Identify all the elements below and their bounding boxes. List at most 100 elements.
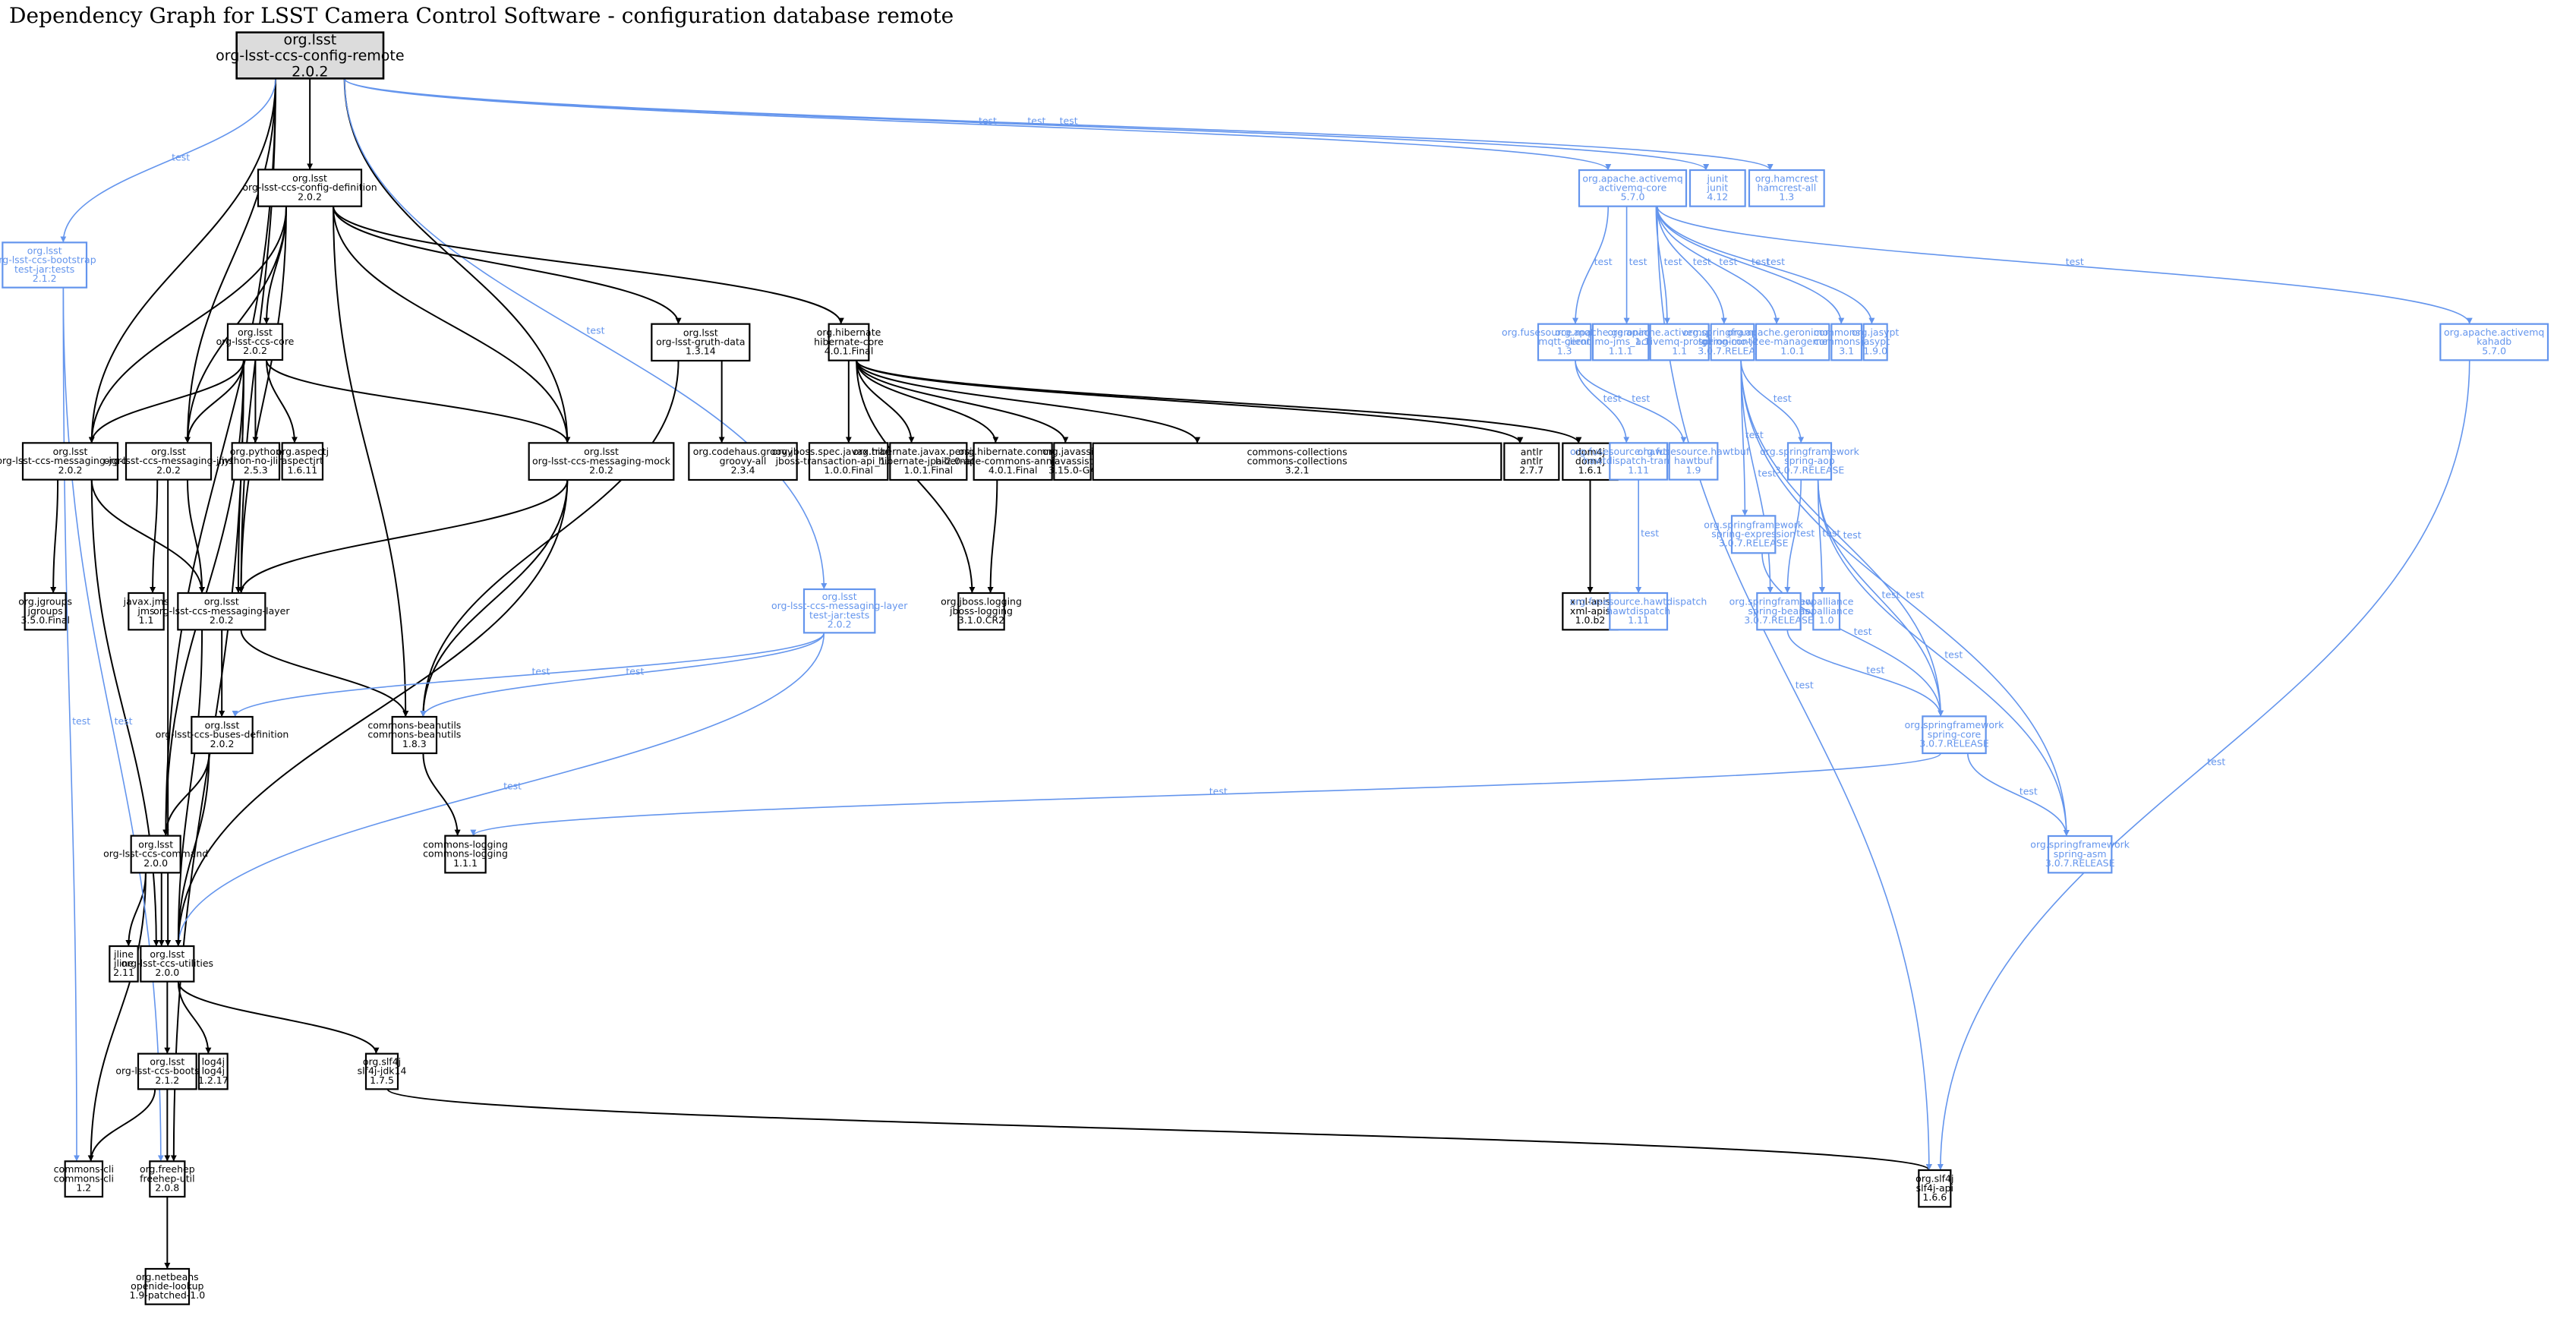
edge-label: test	[72, 715, 90, 727]
node-box	[235, 31, 385, 80]
edge-label: test	[979, 115, 997, 127]
node-spring-asm[interactable]: org.springframeworkspring-asm3.0.7.RELEA…	[2030, 835, 2130, 874]
edge-line	[175, 629, 203, 947]
node-box	[1562, 442, 1619, 481]
edge-line	[420, 479, 569, 718]
node-label-line: 1.3	[1779, 191, 1794, 203]
node-label-line: commons-collections	[1247, 455, 1348, 466]
node-bootstrap-tests[interactable]: org.lsstorg-lsst-ccs-bootstraptest-jar:t…	[0, 241, 96, 289]
node-label-line: 2.1.2	[155, 1074, 179, 1086]
node-label-line: org.jboss.logging	[941, 596, 1022, 607]
node-label-line: junit	[1706, 172, 1728, 184]
node-messaging-jgroups[interactable]: org.lsstorg-lsst-ccs-messaging-jgroups2.…	[0, 442, 144, 481]
edge-line	[232, 633, 825, 718]
node-label-line: freehep-util	[140, 1172, 194, 1184]
node-hawtdispatch-transport[interactable]: org.fusesource.hawtdispatchhawtdispatch-…	[1570, 442, 1707, 481]
node-label-line: commons-beanutils	[367, 719, 461, 730]
edge-label: test	[1664, 256, 1682, 267]
node-openide-lookup[interactable]: org.netbeansopenide-lookup1.9-patched-1.…	[129, 1267, 205, 1305]
node-label-line: test-jar:tests	[14, 263, 74, 275]
edge-config-definition-to-messaging-jgroups	[88, 206, 287, 443]
node-label-line: org.lsst	[27, 245, 62, 256]
node-messaging-layer[interactable]: org.lsstorg-lsst-ccs-messaging-layer2.0.…	[153, 592, 290, 631]
node-spring-aop[interactable]: org.springframeworkspring-aop3.0.7.RELEA…	[1760, 442, 1860, 481]
node-label-line: org-lsst-ccs-bootstrap	[0, 254, 96, 266]
node-config-definition[interactable]: org.lsstorg-lsst-ccs-config-definition2.…	[242, 169, 377, 207]
node-label-line: hawtdispatch-transport	[1583, 455, 1694, 466]
node-label-line: org.lsst	[822, 591, 857, 602]
edge-line	[266, 359, 298, 443]
node-spring-expression[interactable]: org.springframeworkspring-expression3.0.…	[1704, 515, 1804, 554]
node-label-line: 1.9.0	[1863, 345, 1887, 356]
node-spring-core[interactable]: org.springframeworkspring-core3.0.7.RELE…	[1905, 715, 2004, 755]
node-label-line: org.hibernate.common	[959, 446, 1067, 457]
edge-hibernate-core-to-javassist	[856, 360, 1069, 443]
edge-spring-core-to-commons-logging: test	[470, 752, 1941, 837]
node-label-line: aspectjrt	[282, 455, 323, 466]
edge-line	[50, 479, 59, 594]
node-label-line: 1.9-patched-1.0	[129, 1289, 205, 1301]
node-label-line: 4.0.1.Final	[988, 465, 1038, 476]
node-jboss-transaction[interactable]: org.jboss.spec.javax.transactionjboss-tr…	[772, 442, 925, 481]
node-messaging-layer-tests[interactable]: org.lsstorg-lsst-ccs-messaging-layertest…	[771, 588, 908, 634]
node-box	[1830, 323, 1863, 361]
edge-messaging-layer-to-commons-beanutils	[240, 629, 409, 718]
node-label-line: 3.0.7.RELEASE	[1744, 614, 1814, 626]
node-label-line: org.lsst	[150, 1055, 184, 1067]
node-label-line: org.lsst	[151, 446, 186, 457]
node-spring-beans[interactable]: org.springframeworkspring-beans3.0.7.REL…	[1729, 592, 1829, 631]
node-hibernate-annotations[interactable]: org.hibernate.commonhibernate-commons-an…	[935, 442, 1090, 481]
edge-line	[184, 78, 276, 443]
node-box	[109, 945, 139, 983]
edge-utilities-to-log4j	[177, 981, 212, 1054]
node-commons-collections[interactable]: commons-collectionscommons-collections3.…	[1092, 442, 1502, 481]
edge-spring-context-to-spring-beans: test	[1740, 360, 1777, 594]
edge-buses-definition-to-command	[162, 752, 210, 836]
node-label-line: hibernate-commons-annotations	[935, 455, 1090, 466]
edge-line	[175, 752, 210, 947]
node-label-line: 3.2.1	[1285, 465, 1310, 476]
edge-line	[1817, 479, 1944, 717]
edge-line	[343, 78, 828, 590]
node-hawtdispatch[interactable]: org.fusesource.hawtdispatchhawtdispatch1…	[1570, 592, 1707, 631]
node-box	[1918, 1169, 1952, 1208]
node-hibernate-jpa[interactable]: org.hibernate.javax.persistencehibernate…	[853, 442, 1004, 481]
node-box	[2, 241, 88, 289]
node-buses-definition[interactable]: org.lsstorg-lsst-ccs-buses-definition2.0…	[156, 715, 289, 755]
